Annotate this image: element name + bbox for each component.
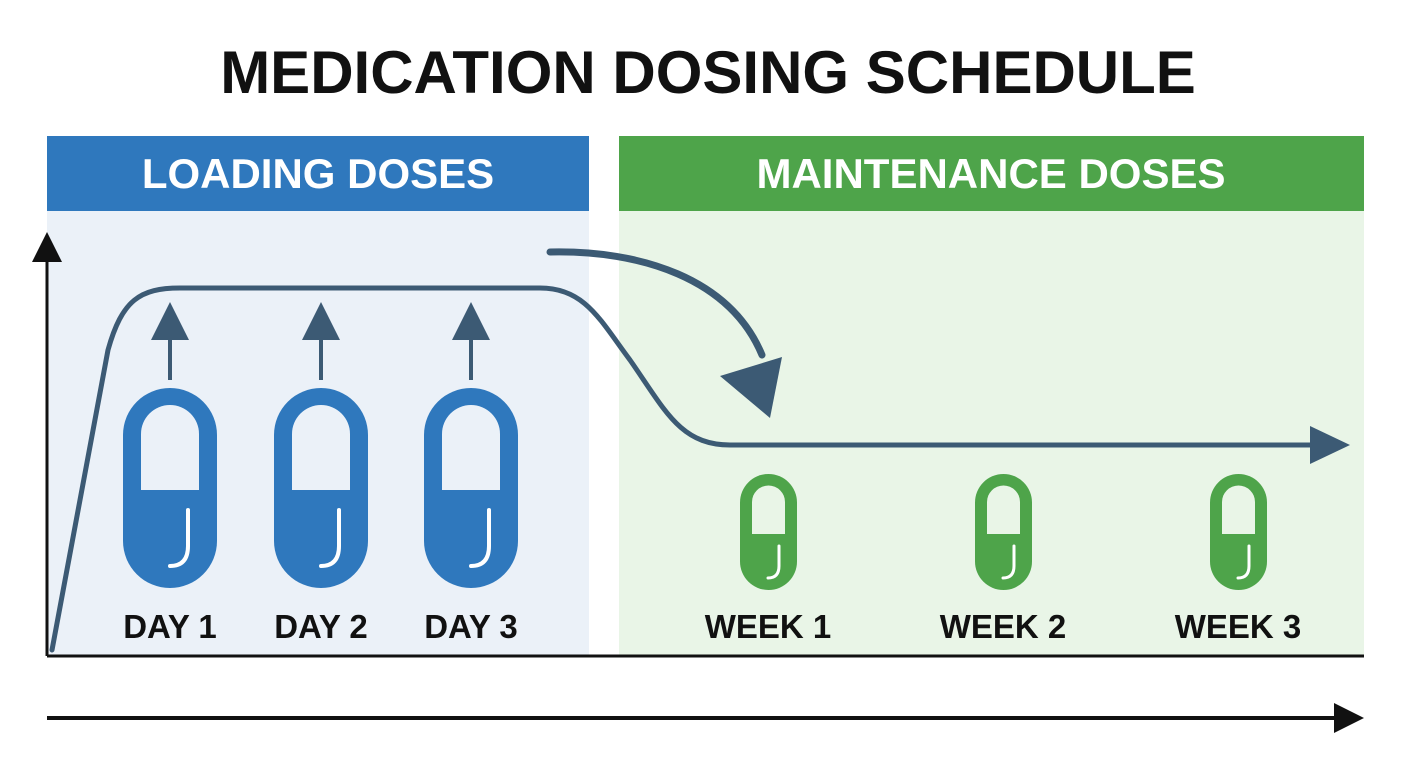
page-title: MEDICATION DOSING SCHEDULE [220,39,1196,106]
capsule-icon [975,474,1032,590]
maintenance-phase-panel [619,211,1364,656]
dose-arrow [302,302,340,380]
dose-arrow [151,302,189,380]
concentration-curve [49,285,1321,653]
transition-arrow [546,248,766,359]
dose-label-week-2: WEEK 2 [940,608,1067,645]
loading-phase-label: LOADING DOSES [142,150,494,197]
dose-label-day-3: DAY 3 [424,608,518,645]
dose-label-week-3: WEEK 3 [1175,608,1302,645]
maintenance-phase-header [619,136,1364,211]
loading-phase-header [47,136,589,211]
transition-arrowhead [720,357,782,418]
capsule-icon [740,474,797,590]
curve-end-arrowhead [1310,426,1350,464]
y-axis-arrowhead [32,232,62,262]
time-arrowhead [1334,703,1364,733]
capsule-icon [1210,474,1267,590]
maintenance-phase-label: MAINTENANCE DOSES [756,150,1225,197]
dose-label-day-1: DAY 1 [123,608,217,645]
capsule-icon [274,388,368,588]
capsule-icon [424,388,518,588]
dose-arrow [452,302,490,380]
dose-label-week-1: WEEK 1 [705,608,832,645]
capsule-icon [123,388,217,588]
dose-label-day-2: DAY 2 [274,608,368,645]
